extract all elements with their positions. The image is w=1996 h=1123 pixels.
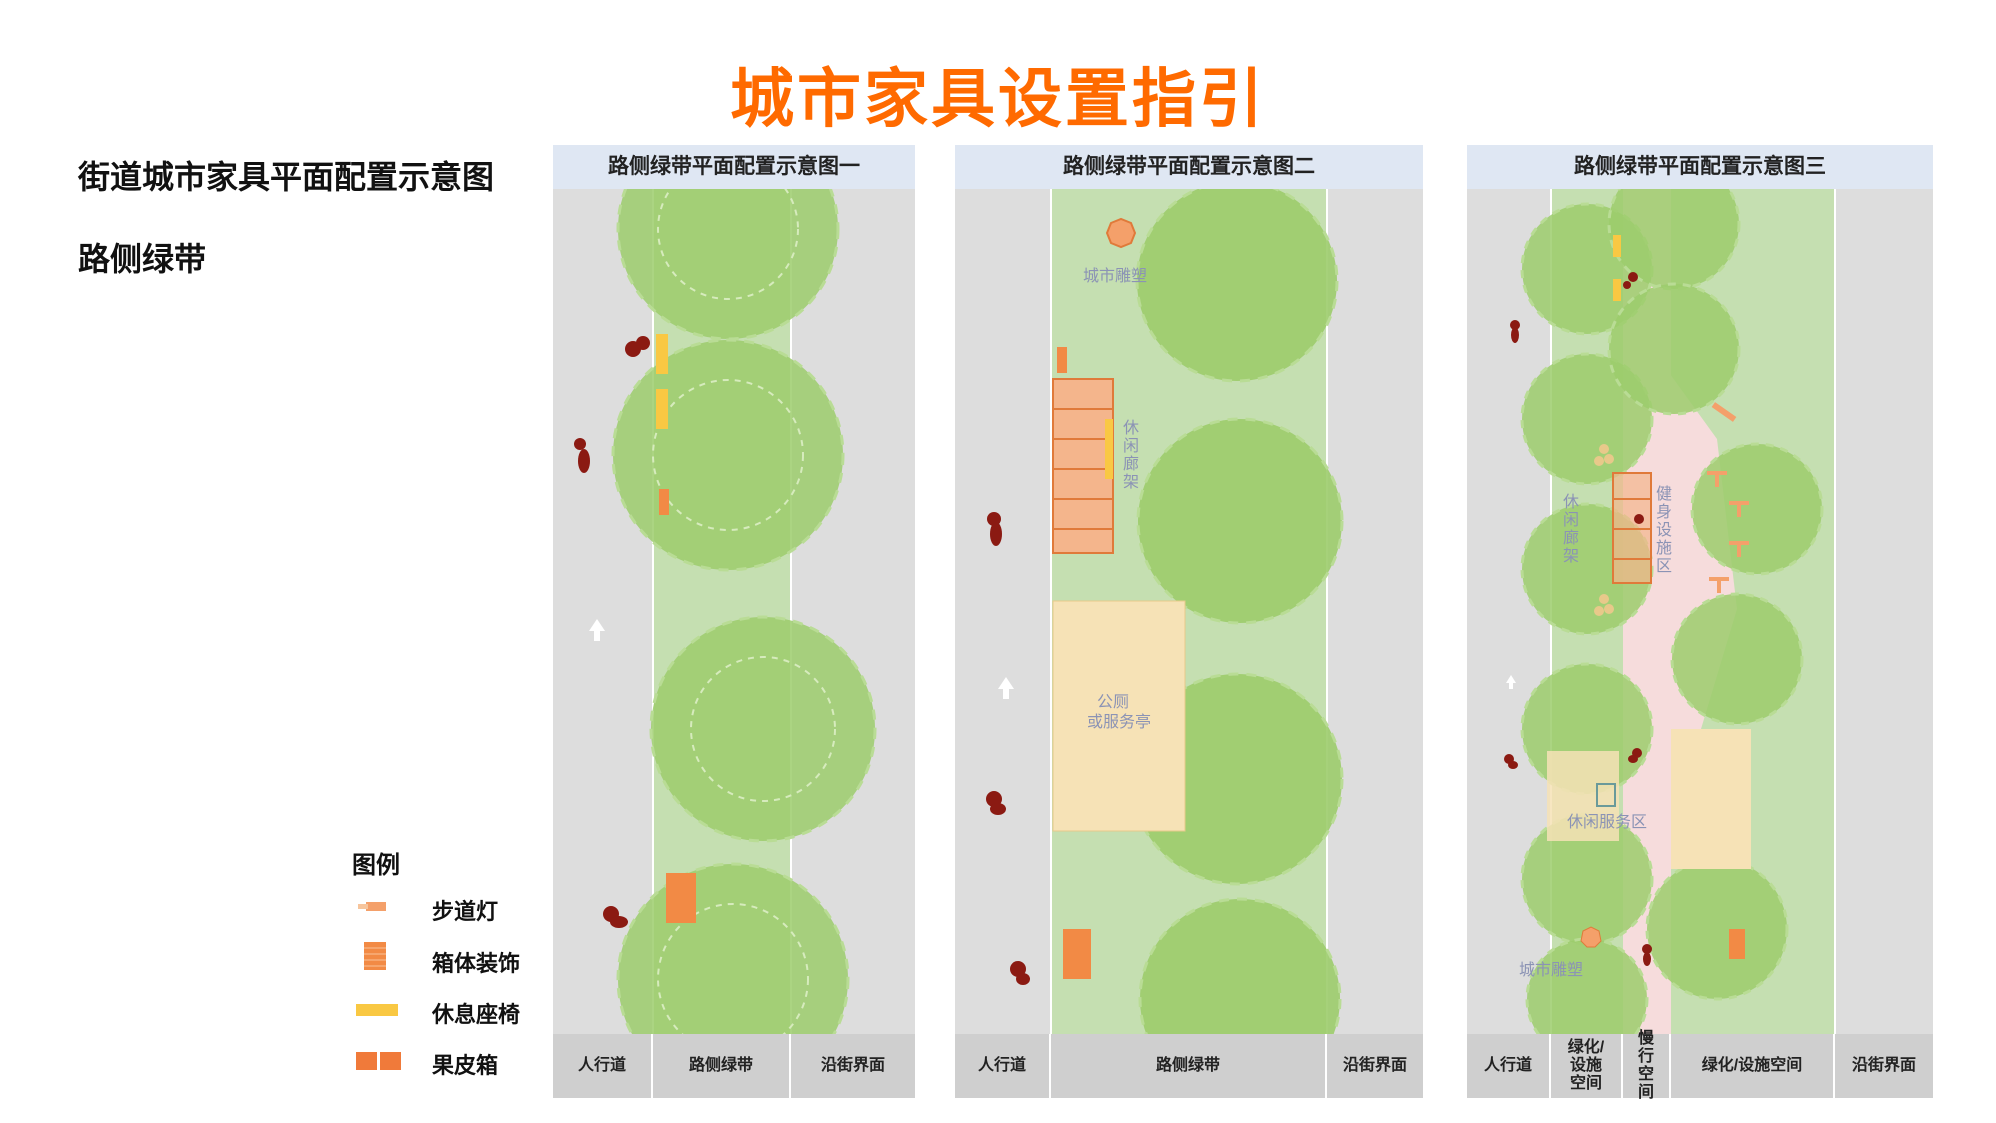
box-decoration (659, 489, 669, 515)
box-decoration-icon (364, 942, 386, 970)
trash-bin (666, 873, 696, 923)
seating-stools (1594, 444, 1614, 616)
info-board (1596, 783, 1616, 807)
footer-sidewalk: 人行道 (553, 1034, 653, 1098)
bench (1613, 235, 1621, 257)
footer-street-frontage: 沿街界面 (820, 1057, 885, 1074)
pavilion (1052, 378, 1114, 554)
service-kiosk-small (1547, 751, 1619, 841)
pedestrian-icon (986, 512, 1030, 985)
box-decoration (1729, 929, 1745, 959)
tree-canopy (1520, 189, 1824, 1034)
sculpture-icon (1105, 217, 1137, 249)
trash-bin (1063, 929, 1091, 979)
pedestrian-icon (1504, 272, 1652, 966)
public-toilet (1052, 600, 1186, 832)
label-sculpture: 城市雕塑 (1083, 267, 1147, 285)
label-pavilion: 休闲廊架 (1123, 419, 1139, 491)
label-fitness-area: 健身设施区 (1656, 485, 1672, 575)
panel-2-footer: 人行道 路侧绿带 沿街界面 (955, 1034, 1423, 1098)
tree-canopy (611, 189, 877, 1034)
legend-title: 图例 (352, 852, 400, 879)
direction-arrow-icon (998, 677, 1014, 699)
sculpture-icon (1580, 926, 1602, 948)
footer-green-facility-space: 绿化/设施空间 (1551, 1034, 1623, 1098)
panel-3-title: 路侧绿带平面配置示意图三 (1467, 145, 1933, 189)
footer-sidewalk: 人行道 (1467, 1034, 1551, 1098)
footer-street-frontage: 沿街界面 (1342, 1057, 1407, 1074)
bench (656, 334, 668, 374)
box-decoration (1057, 347, 1067, 373)
bench-icon (356, 1004, 398, 1016)
bench (1613, 279, 1621, 301)
panel-2-title: 路侧绿带平面配置示意图二 (955, 145, 1423, 189)
legend-label-box-decoration: 箱体装饰 (432, 951, 521, 976)
label-pavilion: 休闲廊架 (1563, 493, 1579, 565)
footer-roadside-greenbelt: 路侧绿带 (653, 1034, 791, 1098)
footer-street-frontage: 沿街界面 (1851, 1057, 1916, 1074)
panel-3-footer: 人行道 绿化/设施空间 慢行空间 绿化/设施空间 沿街界面 (1467, 1030, 1933, 1101)
legend-label-trash-bin: 果皮箱 (432, 1053, 499, 1078)
footer-slow-traffic-space: 慢行空间 (1623, 1030, 1671, 1101)
street-lamp-icon (358, 902, 386, 911)
direction-arrow-icon (589, 619, 605, 641)
label-sculpture: 城市雕塑 (1519, 961, 1583, 979)
tree-canopy-highlight (652, 189, 836, 1034)
tree-canopy (1130, 189, 1344, 1034)
service-kiosk (1671, 729, 1751, 869)
legend-label-street-lamp: 步道灯 (432, 899, 499, 924)
label-service-kiosk: 或服务亭 (1087, 713, 1151, 731)
legend-label-bench: 休息座椅 (432, 1002, 521, 1027)
footer-green-facility-space-2: 绿化/设施空间 (1671, 1034, 1835, 1098)
fitness-equipment (1707, 402, 1749, 593)
footer-roadside-greenbelt: 路侧绿带 (1051, 1034, 1327, 1098)
direction-arrow-icon (1506, 675, 1516, 689)
panel-3-plan: 休闲廊架 健身设施区 休闲服务区 城市雕塑 (1467, 189, 1933, 1034)
trash-bin-icon (356, 1052, 401, 1070)
label-toilet: 公厕 (1097, 694, 1129, 711)
page-title: 城市家具设置指引 (730, 63, 1266, 135)
pavilion (1612, 472, 1652, 584)
panel-1-title: 路侧绿带平面配置示意图一 (553, 145, 915, 189)
pedestrian-icon (574, 336, 650, 928)
panel-1-plan (553, 189, 915, 1034)
panel-1-footer: 人行道 路侧绿带 沿街界面 (553, 1034, 915, 1098)
bench (656, 389, 668, 429)
footer-sidewalk: 人行道 (955, 1034, 1051, 1098)
panel-2-plan: 城市雕塑 休闲廊架 公厕 或服务亭 (955, 189, 1423, 1034)
section-subtitle: 路侧绿带 (78, 241, 207, 277)
section-title: 街道城市家具平面配置示意图 (78, 159, 495, 195)
label-leisure-service-area: 休闲服务区 (1567, 813, 1647, 831)
